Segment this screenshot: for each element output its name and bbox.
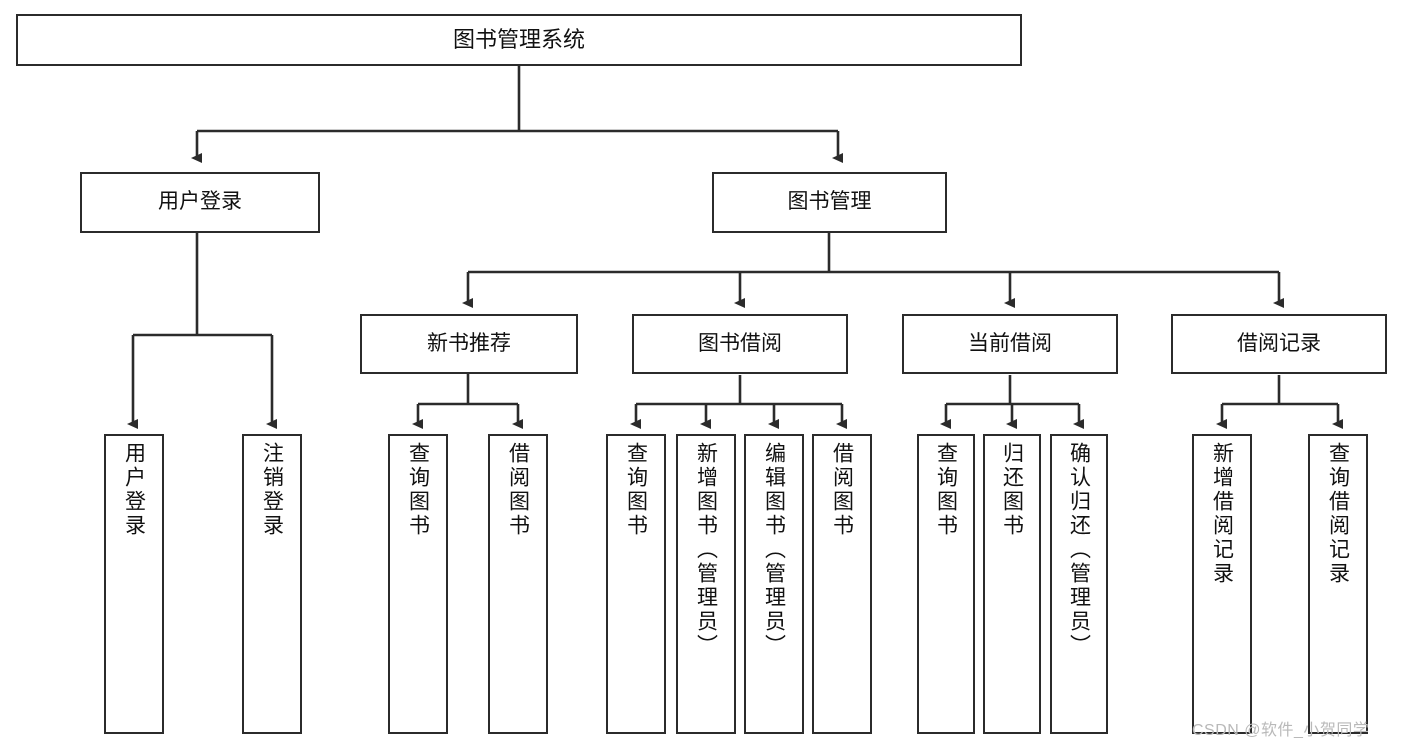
node-root-system[interactable]: 图书管理系统 xyxy=(16,14,1022,66)
leaf-newbook-borrow-book[interactable]: 借阅图书 xyxy=(488,434,548,734)
leaf-borrow-add-book-admin[interactable]: 新增图书（管理员） xyxy=(676,434,736,734)
node-user-login[interactable]: 用户登录 xyxy=(80,172,320,233)
node-label: 新增借阅记录 xyxy=(1210,442,1234,586)
node-label: 编辑图书（管理员） xyxy=(762,442,786,658)
node-label: 借阅图书 xyxy=(506,442,530,538)
node-label: 查询图书 xyxy=(624,442,648,538)
leaf-borrow-query-book[interactable]: 查询图书 xyxy=(606,434,666,734)
node-book-borrow[interactable]: 图书借阅 xyxy=(632,314,848,374)
node-label: 用户登录 xyxy=(122,442,146,538)
node-label: 归还图书 xyxy=(1000,442,1024,538)
leaf-current-confirm-return-admin[interactable]: 确认归还（管理员） xyxy=(1050,434,1108,734)
node-label: 借阅记录 xyxy=(1237,331,1321,355)
node-label: 用户登录 xyxy=(158,190,242,214)
node-label: 新增图书（管理员） xyxy=(694,442,718,658)
leaf-record-query-record[interactable]: 查询借阅记录 xyxy=(1308,434,1368,734)
leaf-current-query-book[interactable]: 查询图书 xyxy=(917,434,975,734)
node-label: 确认归还（管理员） xyxy=(1067,442,1091,658)
leaf-newbook-query-book[interactable]: 查询图书 xyxy=(388,434,448,734)
node-label: 图书借阅 xyxy=(698,331,782,355)
node-label: 当前借阅 xyxy=(968,331,1052,355)
node-label: 注销登录 xyxy=(260,442,284,538)
leaf-record-add-record[interactable]: 新增借阅记录 xyxy=(1192,434,1252,734)
node-book-management[interactable]: 图书管理 xyxy=(712,172,947,233)
node-label: 图书管理系统 xyxy=(452,27,585,53)
node-borrow-record[interactable]: 借阅记录 xyxy=(1171,314,1387,374)
leaf-user-login[interactable]: 用户登录 xyxy=(104,434,164,734)
node-label: 图书管理 xyxy=(787,190,872,214)
node-current-borrow[interactable]: 当前借阅 xyxy=(902,314,1118,374)
node-label: 查询图书 xyxy=(934,442,958,538)
node-label: 新书推荐 xyxy=(427,331,511,355)
leaf-user-logout[interactable]: 注销登录 xyxy=(242,434,302,734)
leaf-borrow-edit-book-admin[interactable]: 编辑图书（管理员） xyxy=(744,434,804,734)
node-label: 借阅图书 xyxy=(830,442,854,538)
leaf-current-return-book[interactable]: 归还图书 xyxy=(983,434,1041,734)
node-new-book-recommend[interactable]: 新书推荐 xyxy=(360,314,578,374)
leaf-borrow-borrow-book[interactable]: 借阅图书 xyxy=(812,434,872,734)
node-label: 查询借阅记录 xyxy=(1326,442,1350,586)
node-label: 查询图书 xyxy=(406,442,430,538)
